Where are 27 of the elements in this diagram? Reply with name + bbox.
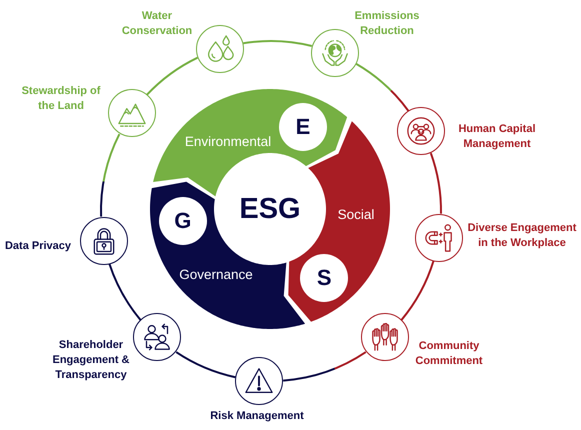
topic-label: Shareholder Engagement & Transparency [52,338,130,383]
segment-label: Social [338,207,374,223]
topic-circle [397,107,446,156]
topic-circle [133,313,182,362]
center-title: ESG [239,194,301,224]
ring-line [430,152,442,214]
topic-circle [108,89,156,138]
topic-circle [360,313,409,362]
ring-line [283,351,366,382]
ring-line [176,351,236,378]
ring-line [146,56,198,96]
topic-label: Community Commitment [414,339,484,369]
topic-label: Emmissions Reduction [354,9,420,39]
segment-label: Environmental [184,134,272,150]
ring-line [100,134,120,217]
topic-label: Human Capital Management [458,122,536,152]
ring-line [400,260,434,321]
topic-label: Stewardship of the Land [21,84,101,114]
topic-label: Risk Management [210,409,304,424]
ring-line [108,263,142,321]
segment-label: Governance [179,267,253,283]
topic-label: Water Conservation [121,9,193,39]
topic-label: Data Privacy [4,239,72,254]
ring-line [356,63,410,112]
ring-line [243,40,312,47]
topic-circle [196,24,244,73]
topic-label: Diverse Engagement in the Workplace [467,221,577,251]
